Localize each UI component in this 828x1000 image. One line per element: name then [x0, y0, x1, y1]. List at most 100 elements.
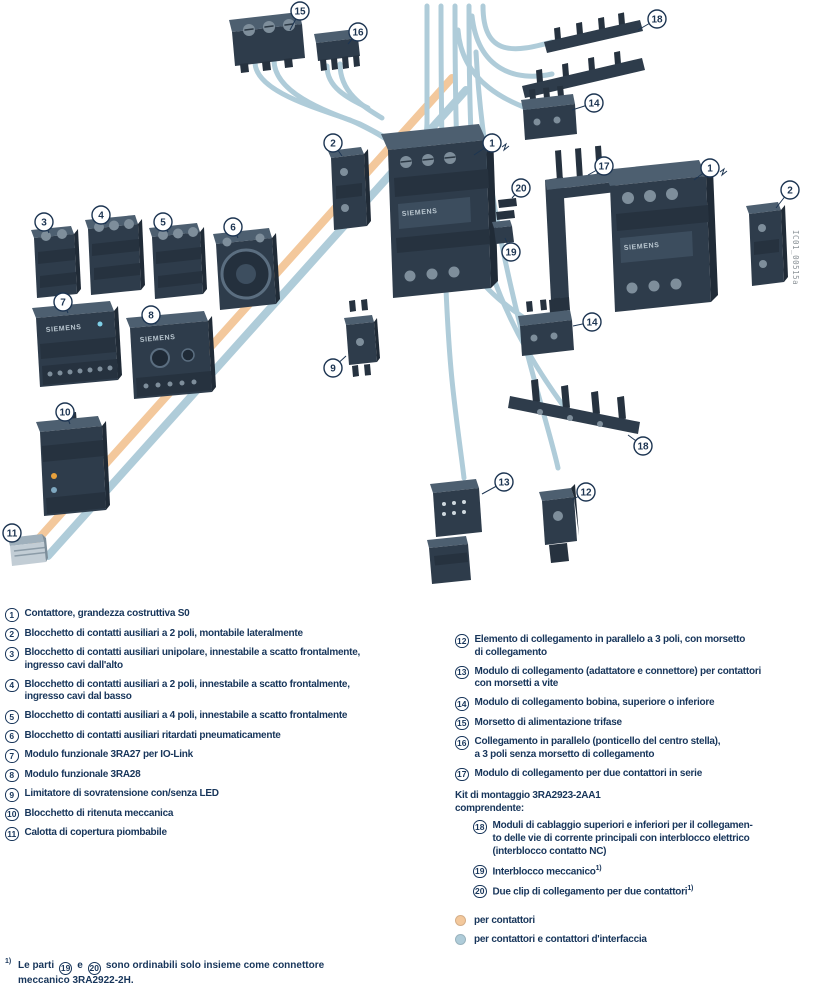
color-key-dot	[455, 933, 466, 945]
callout-number-1: 1	[489, 139, 495, 150]
item-number-circle: 2	[5, 627, 19, 641]
item-number-circle: 8	[5, 768, 19, 783]
callout-2	[323, 133, 343, 153]
part-4-aux-contact-block-2pole	[85, 215, 145, 295]
item-number-circle: 16	[455, 736, 469, 750]
brand-label: SIEMENS	[402, 208, 438, 218]
item-text: Contattore, grandezza costruttiva S0	[24, 608, 190, 619]
part-2-lateral-aux-contact-block-right	[746, 202, 788, 286]
item-text: Modulo funzionale 3RA27 per IO-Link	[24, 749, 194, 761]
brand-label: SIEMENS	[140, 334, 176, 344]
legend-item-7: 7 Modulo funzionale 3RA27 per IO-Link	[5, 749, 455, 763]
callout-number-6: 6	[230, 223, 236, 234]
part-18-wiring-module-bottom	[508, 379, 640, 434]
item-number-circle: 20	[473, 884, 487, 899]
item-number-circle: 19	[473, 864, 487, 879]
legend-item-2: 2 Blocchetto di contatti ausiliari a 2 po…	[5, 627, 455, 641]
callout-3	[34, 212, 54, 232]
item-number-circle: 13	[455, 665, 469, 680]
color-key: per contattori per contattori e contattor…	[455, 914, 828, 945]
part-19-mechanical-interlock	[492, 220, 514, 244]
item-text: Blocchetto di contatti ausiliari ritarda…	[24, 729, 281, 741]
item-number-circle: 18	[473, 820, 487, 834]
kit-item-19: 19 Interblocco meccanico1)	[473, 864, 828, 879]
item-text: Morsetto di alimentazione trifase	[474, 716, 623, 728]
footnote-ref: 1)	[687, 884, 694, 892]
part-18-wiring-module-top	[522, 12, 645, 98]
item-number-circle: 1	[5, 608, 19, 622]
color-key-row-0: per contattori	[455, 914, 828, 926]
callout-17	[594, 156, 614, 176]
callout-1	[700, 158, 720, 178]
callout-15	[290, 1, 310, 21]
callout-number-16: 16	[352, 28, 364, 39]
item-text: Interblocco meccanico1)	[492, 864, 602, 877]
item-number-circle: 10	[5, 807, 19, 822]
callout-4	[91, 205, 111, 225]
part-7-function-module-3ra27-iolink: SIEMENS	[32, 301, 122, 387]
item-text: Due clip di collegamento per due contatt…	[492, 884, 694, 898]
callout-7	[53, 292, 73, 312]
item-text: Modulo funzionale 3RA28	[24, 768, 141, 780]
footnote-callout-20: 20	[87, 961, 102, 975]
item-text: Calotta di copertura piombabile	[24, 827, 168, 839]
item-text: Moduli di cablaggio superiori e inferior…	[492, 820, 753, 857]
footnote: 1) Le parti 19 e 20 sono ordinabili solo…	[5, 958, 324, 986]
item-number-circle: 9	[5, 788, 19, 802]
item-text: Collegamento in parallelo (ponticello de…	[474, 736, 721, 760]
callout-number-7: 7	[60, 298, 66, 309]
part-15-three-phase-supply-terminal	[229, 12, 305, 73]
callout-number-19: 19	[505, 248, 517, 259]
callout-10	[55, 402, 75, 422]
callout-number-10: 10	[59, 408, 71, 419]
squiggle-mark	[501, 142, 510, 152]
callout-9	[323, 358, 343, 378]
callout-19	[501, 242, 521, 262]
item-number-circle: 14	[455, 697, 469, 711]
color-key-label: per contattori	[474, 914, 535, 926]
item-text: Blocchetto di contatti ausiliari a 2 pol…	[24, 627, 304, 639]
item-text: Modulo di collegamento per due contattor…	[474, 767, 703, 779]
item-text: Blocchetto di ritenuta meccanica	[24, 807, 174, 819]
callout-1	[482, 133, 502, 153]
part-20-connection-clips	[496, 198, 517, 220]
callout-11	[2, 523, 22, 543]
callout-5	[153, 212, 173, 232]
legend-item-1: 1 Contattore, grandezza costruttiva S0	[5, 608, 455, 622]
item-text: Blocchetto di contatti ausiliari a 2 pol…	[24, 678, 351, 703]
part-10-mechanical-latch-block	[36, 412, 110, 516]
kit-item-18: 18 Moduli di cablaggio superiori e inferi…	[473, 820, 828, 858]
footnote-marker: 1)	[5, 958, 12, 965]
callout-16	[348, 22, 368, 42]
kit-block: Kit di montaggio 3RA2923-2AA1 comprenden…	[455, 789, 828, 899]
item-text: Blocchetto di contatti ausiliari a 4 pol…	[24, 710, 348, 722]
item-number-circle: 17	[455, 767, 469, 782]
legend-item-10: 10 Blocchetto di ritenuta meccanica	[5, 807, 455, 822]
callout-number-8: 8	[148, 311, 154, 322]
brand-label: SIEMENS	[624, 242, 660, 252]
footnote-callout-19: 19	[58, 961, 73, 975]
callout-number-4: 4	[98, 211, 104, 222]
color-key-label: per contattori e contattori d'interfacci…	[474, 933, 647, 945]
callout-14	[582, 312, 602, 332]
part-8-function-module-3ra28: SIEMENS	[126, 311, 216, 399]
part-5-aux-contact-block-4pole	[149, 223, 207, 299]
kit-items: 18 Moduli di cablaggio superiori e inferi…	[455, 820, 828, 899]
callout-number-13: 13	[498, 478, 510, 489]
item-number-circle: 7	[5, 749, 19, 763]
part-3-aux-contact-block-1pole	[31, 226, 81, 298]
item-text: Elemento di collegamento in parallelo a …	[474, 634, 746, 658]
item-text: Modulo di collegamento bobina, superiore…	[474, 697, 715, 709]
callout-number-3: 3	[41, 218, 47, 229]
callout-number-14: 14	[586, 318, 598, 329]
